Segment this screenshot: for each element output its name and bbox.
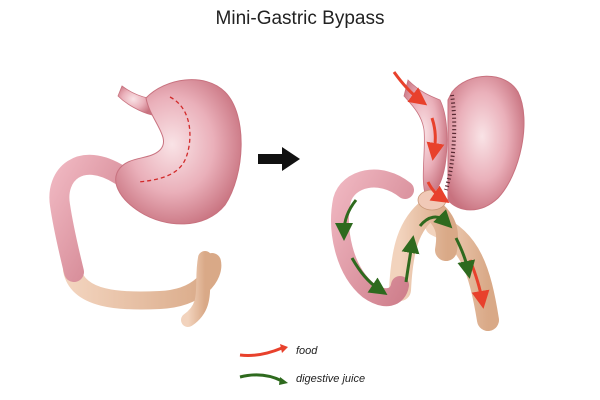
staple-line [444,94,457,191]
juice-flow-arrow [454,237,476,279]
diagram-title: Mini-Gastric Bypass [215,8,385,29]
food-flow-arrow [426,117,445,161]
juice-flow-arrow [335,199,358,241]
normal-stomach-illustration [49,79,242,327]
food-flow-arrow [392,71,428,106]
food-flow-arrow [426,181,450,203]
legend-food: food [238,342,317,360]
legend-juice-label: digestive juice [296,373,366,385]
gastric-pouch [403,79,448,197]
normal-intestine [63,253,222,310]
remnant-stomach [447,75,525,211]
normal-stomach [115,79,242,225]
arrow-right-icon [258,147,300,171]
juice-flow-arrow [350,257,388,295]
legend-food-label: food [296,345,318,357]
juice-flow-arrow [418,209,453,229]
normal-duodenum [49,154,130,282]
legend-juice: digestive juice [238,370,365,388]
red-arrow-icon [239,344,288,357]
juice-flow-arrow [401,235,420,283]
cut-line [137,96,191,183]
bypass-duodenum [331,169,414,307]
bypass-stomach-illustration [331,71,525,331]
green-arrow-icon [239,373,288,385]
